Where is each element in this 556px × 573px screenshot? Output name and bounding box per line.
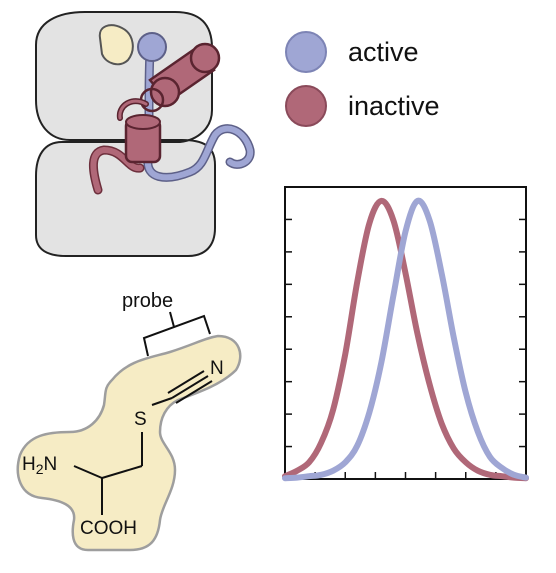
binding-pocket <box>98 24 134 66</box>
inactive-helix-cap <box>189 42 221 74</box>
series-line-active <box>282 197 529 482</box>
legend: active inactive <box>285 31 440 127</box>
protein-cartoon <box>35 11 255 257</box>
atom-s: S <box>134 409 147 430</box>
group-h2n: H2N <box>22 454 57 477</box>
legend-active-swatch <box>285 31 327 73</box>
chart-ticks <box>285 218 526 479</box>
molecule-bonds <box>73 370 213 515</box>
inactive-helix-lower-cap <box>125 114 161 130</box>
series-line-inactive <box>282 197 529 482</box>
active-sphere <box>137 32 167 62</box>
atom-n: N <box>210 358 224 379</box>
chart-series <box>282 197 529 482</box>
spectrum-chart <box>282 186 529 482</box>
inactive-coil-3-fill <box>118 99 148 120</box>
probe-bracket <box>142 311 211 357</box>
inactive-coil-1 <box>149 76 181 108</box>
inactive-loop-fill <box>90 146 143 193</box>
legend-active-label: active <box>348 37 419 67</box>
molecule: probe N S H2N COOH <box>16 290 242 552</box>
legend-inactive-swatch <box>285 85 327 127</box>
probe-label: probe <box>122 290 173 312</box>
group-cooh: COOH <box>80 518 137 539</box>
legend-inactive-label: inactive <box>348 91 440 121</box>
